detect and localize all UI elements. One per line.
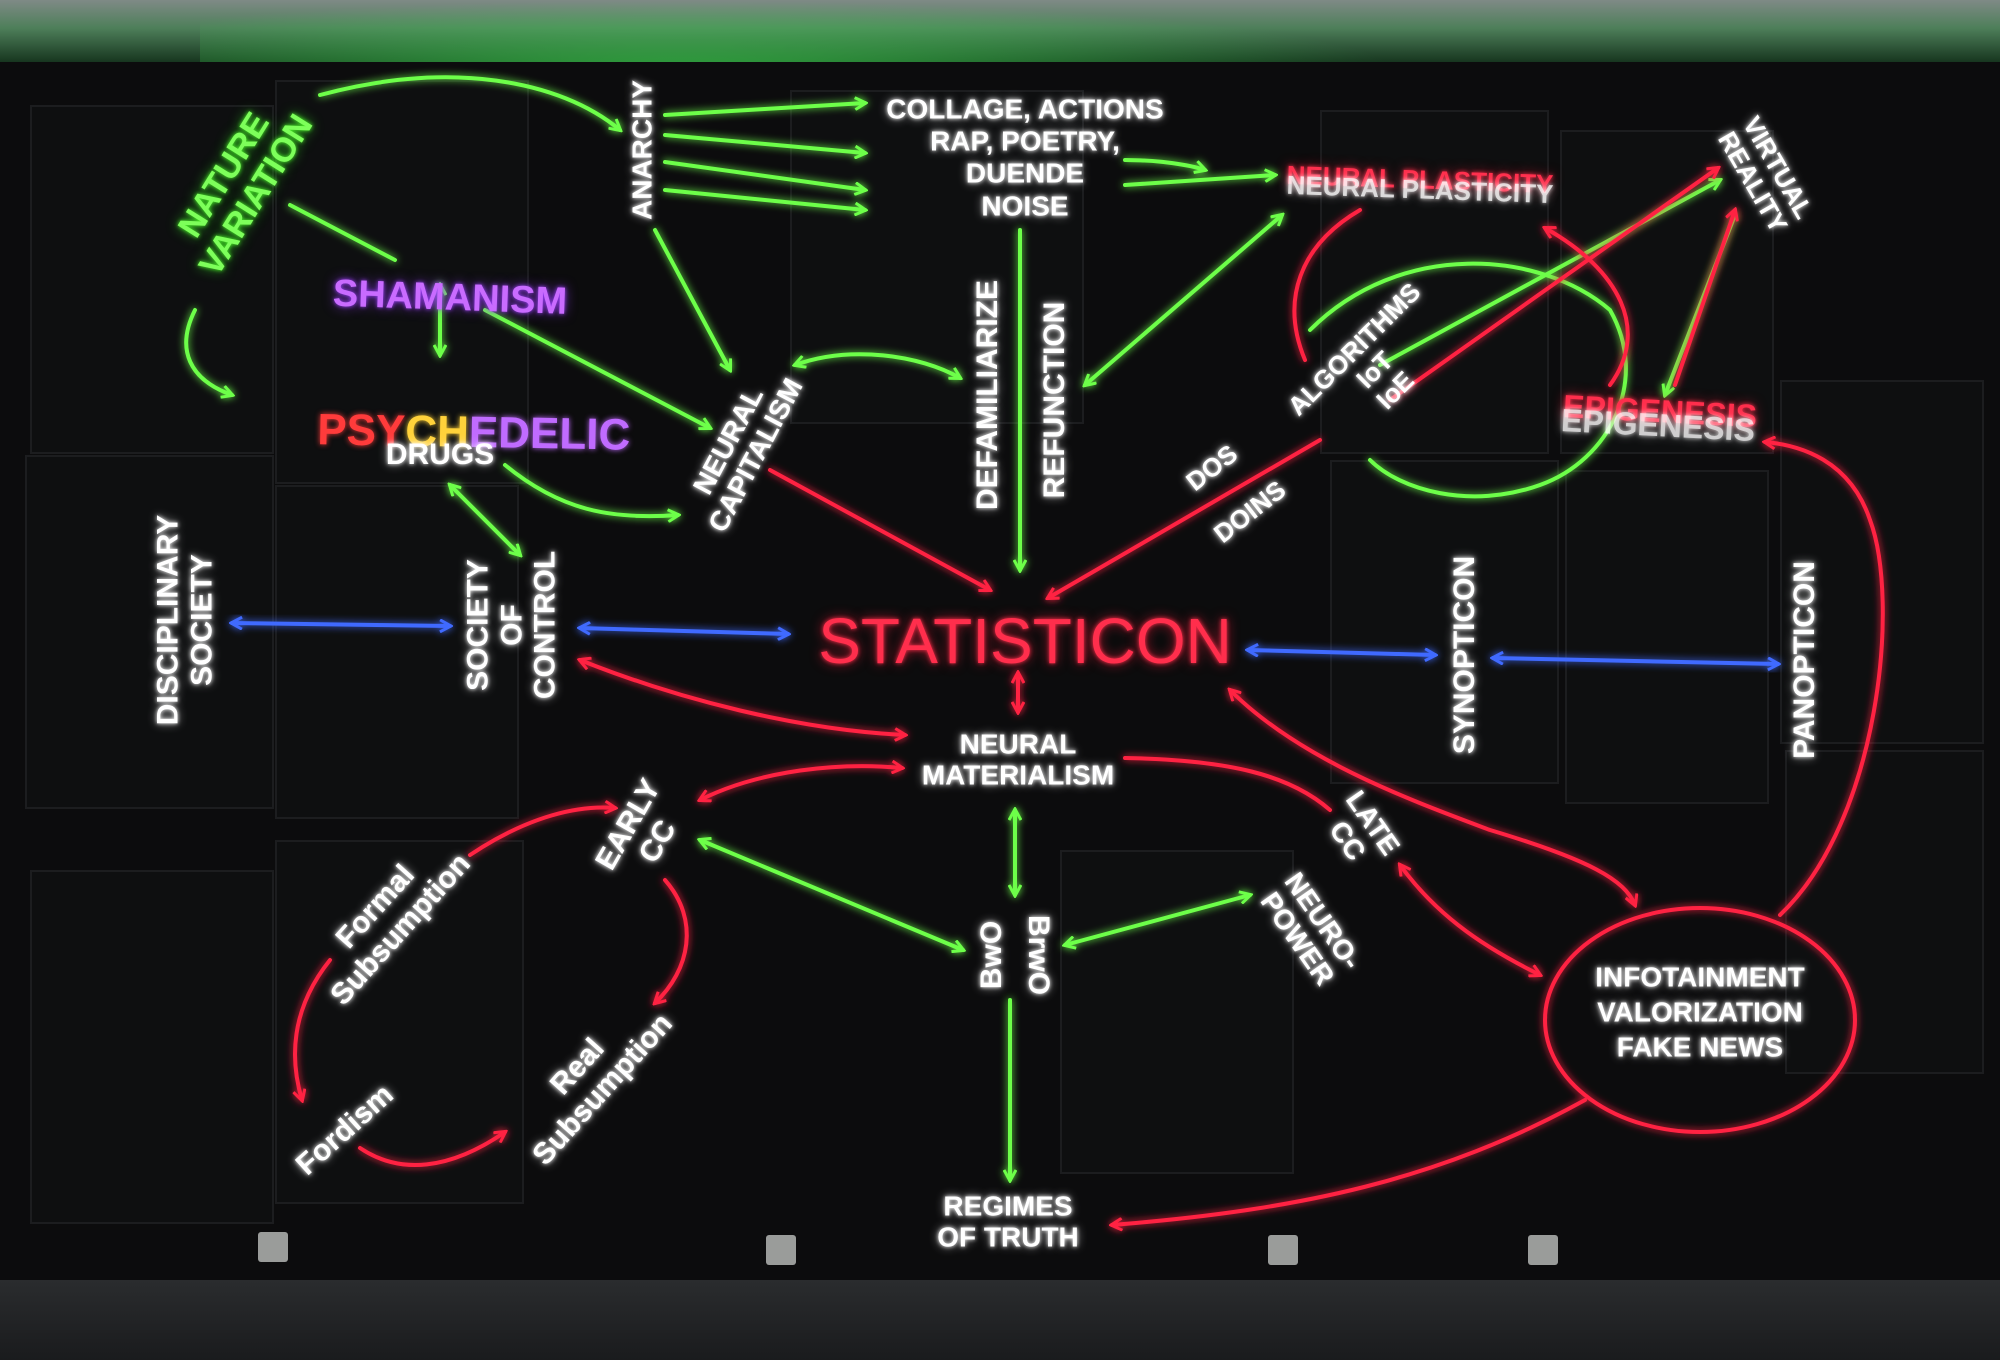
red-ellipse-frame — [1543, 906, 1857, 1134]
backing-panel — [1785, 750, 1984, 1074]
green-arrow — [663, 103, 865, 117]
label-infotainment: INFOTAINMENT VALORIZATION FAKE NEWS — [1595, 961, 1805, 1063]
label-refunction: REFUNCTION — [1038, 301, 1072, 499]
green-arrow — [1123, 175, 1275, 187]
label-society-of-control: SOCIETY OF CONTROL — [461, 550, 562, 700]
red-arrow — [1673, 210, 1735, 387]
red-arrow — [1112, 1098, 1587, 1225]
label-disciplinary-society: DISCIPLINARY SOCIETY — [151, 514, 218, 726]
backing-panel — [275, 840, 524, 1204]
red-arrow — [1388, 168, 1718, 402]
green-arrow — [663, 188, 865, 210]
backing-panel — [1560, 130, 1774, 454]
red-arrow — [295, 958, 332, 1100]
red-arrow — [358, 1132, 505, 1167]
red-arrow — [768, 468, 990, 592]
label-regimes-of-truth: REGIMES OF TRUTH — [937, 1190, 1079, 1253]
label-bwo-right: BrwO — [1021, 914, 1055, 996]
red-arrow — [1400, 865, 1540, 975]
green-arrow — [318, 75, 620, 130]
green-arrow — [483, 308, 710, 428]
blue-arrow — [580, 628, 788, 634]
red-arrow — [1545, 228, 1630, 387]
red-arrow — [1048, 438, 1322, 598]
label-panopticon: PANOPTICON — [1788, 561, 1822, 759]
green-arrow — [184, 308, 232, 395]
junction-box — [258, 1232, 288, 1262]
red-arrow — [1230, 690, 1635, 905]
blue-arrow — [1248, 650, 1435, 655]
red-arrow — [1765, 442, 1885, 917]
green-arrow — [1123, 158, 1205, 170]
junction-box — [1268, 1235, 1298, 1265]
green-arrow — [1378, 178, 1720, 367]
label-anarchy: ANARCHY — [626, 80, 658, 220]
label-bwo-left: BwO — [975, 920, 1009, 990]
label-drugs: DRUGS — [385, 438, 495, 472]
backing-panel — [30, 870, 274, 1224]
green-arrow — [450, 485, 520, 555]
red-arrow — [655, 878, 689, 1003]
label-statisticon: STATISTICON — [818, 605, 1232, 678]
green-arrow — [663, 160, 865, 190]
backing-panel — [1780, 380, 1984, 744]
backing-panel — [1320, 110, 1549, 454]
green-arrow — [795, 352, 960, 378]
green-arrow — [653, 228, 730, 370]
label-neural-materialism: NEURAL MATERIALISM — [921, 728, 1115, 791]
backing-panel — [275, 80, 529, 484]
green-tube — [288, 203, 397, 262]
green-arrow — [1085, 215, 1282, 385]
green-arrow — [503, 463, 678, 516]
green-arrow — [700, 840, 963, 950]
blue-arrow — [232, 623, 450, 626]
label-synopticon: SYNOPTICON — [1448, 555, 1482, 755]
green-arrow — [1065, 895, 1250, 945]
floor — [0, 1280, 2000, 1360]
red-tube — [1292, 208, 1362, 362]
label-shamanism: SHAMANISM — [332, 272, 568, 323]
blue-arrow — [1493, 658, 1778, 664]
junction-box — [1528, 1235, 1558, 1265]
label-collage: COLLAGE, ACTIONS RAP, POETRY, DUENDE NOI… — [886, 93, 1164, 222]
green-tube — [1308, 261, 1628, 499]
red-arrow — [1123, 756, 1332, 812]
red-arrow — [468, 808, 615, 857]
label-defamiliarize: DEFAMILIARIZE — [971, 280, 1005, 510]
red-arrow — [580, 660, 905, 735]
green-arrow — [663, 133, 865, 153]
ceiling-glow — [200, 0, 1400, 70]
red-arrow — [700, 766, 902, 800]
junction-box — [766, 1235, 796, 1265]
